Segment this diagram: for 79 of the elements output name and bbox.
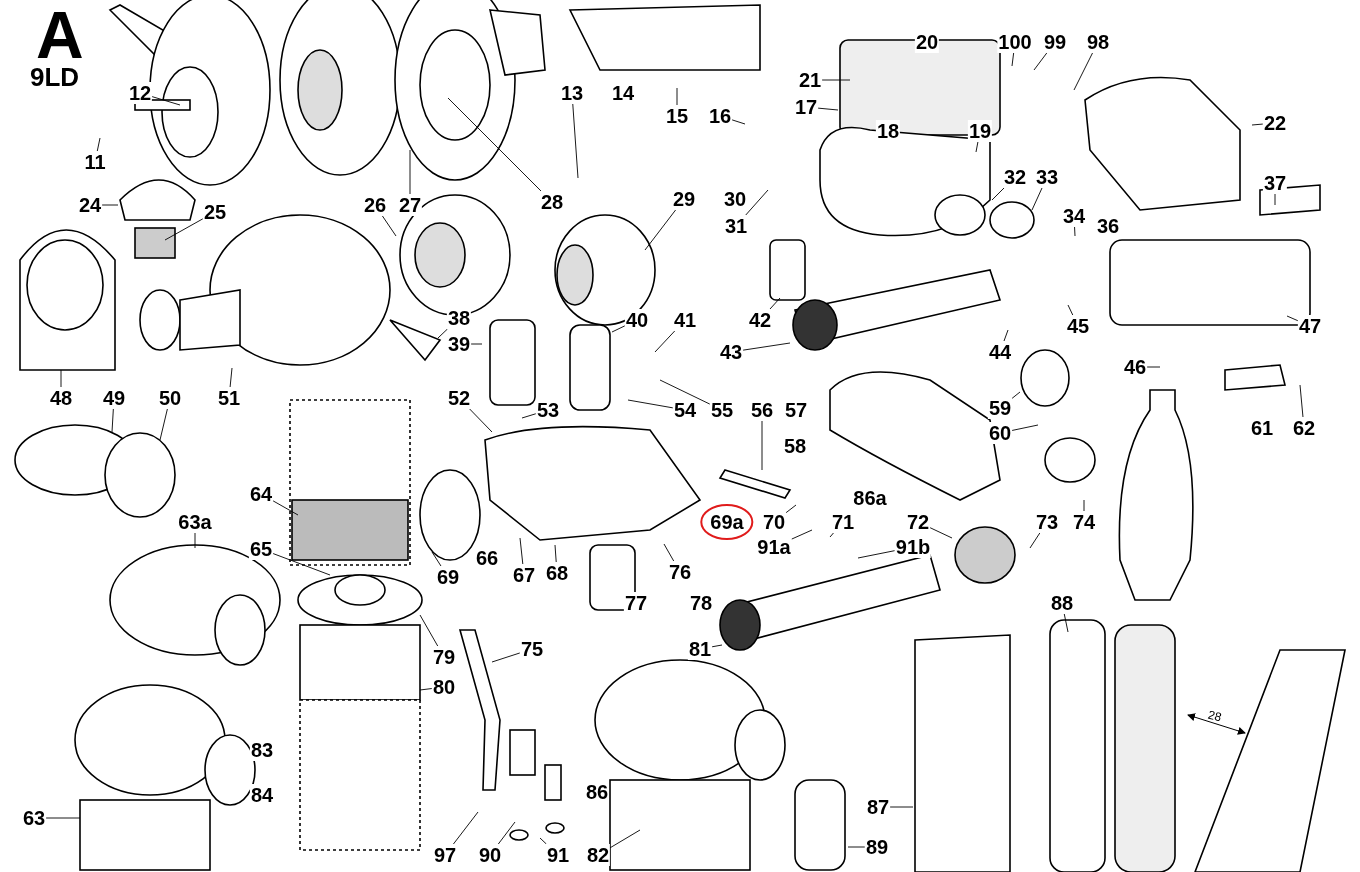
leader-line: [1286, 315, 1299, 322]
leader-line: [419, 688, 433, 691]
leader-line: [272, 500, 299, 516]
leader-line: [437, 328, 448, 339]
leader-line: [194, 532, 196, 549]
leader-line: [711, 644, 723, 648]
leader-line: [745, 189, 769, 216]
leader-line: [659, 379, 711, 405]
leader-line: [554, 544, 557, 563]
callout-number: 19: [967, 120, 993, 142]
leader-line: [847, 846, 866, 848]
leader-line: [470, 343, 483, 345]
leader-line: [654, 330, 676, 353]
leader-line: [151, 96, 181, 106]
leader-line: [769, 297, 781, 310]
callout-number: 12: [127, 82, 153, 104]
callout-number: 69a: [700, 504, 754, 540]
leader-line: [627, 399, 674, 409]
leader-line: [1067, 304, 1074, 316]
leader-line: [1011, 424, 1039, 431]
leader-line: [785, 504, 797, 514]
leader-line: [644, 209, 677, 251]
dimension-label: 28: [1206, 708, 1223, 724]
leader-line: [1003, 329, 1009, 342]
leader-line: [1029, 532, 1041, 549]
leader-line: [469, 408, 493, 433]
leader-line: [611, 325, 626, 333]
leader-line: [761, 420, 763, 471]
leader-line: [1146, 366, 1161, 368]
leader-line: [229, 367, 233, 388]
leader-line: [791, 529, 813, 540]
leader-line: [572, 103, 579, 179]
leader-line: [521, 413, 537, 419]
leader-line: [453, 811, 479, 845]
leader-line: [60, 369, 62, 388]
leader-line: [272, 553, 331, 576]
leader-line: [101, 204, 119, 206]
leader-line: [111, 408, 114, 433]
leader-line: [1251, 123, 1264, 126]
leader-line: [889, 806, 914, 808]
leader-line: [857, 550, 896, 559]
leader-line: [447, 97, 542, 192]
leader-line: [431, 551, 442, 567]
leader-line: [975, 141, 979, 153]
leader-line: [676, 87, 678, 106]
leader-line: [159, 408, 168, 441]
callout-number: 60: [987, 422, 1013, 444]
leader-line: [419, 614, 439, 647]
leader-line: [1073, 52, 1093, 91]
leader-line: [1274, 193, 1276, 206]
leader-line: [519, 537, 524, 565]
leader-line: [1063, 613, 1069, 633]
leader-line: [45, 817, 81, 819]
callout-number: 77: [623, 592, 649, 614]
leader-line: [1011, 391, 1021, 399]
leader-line: [1031, 187, 1043, 211]
leader-line: [817, 107, 839, 111]
leader-line: [539, 837, 547, 845]
leader-line: [1083, 499, 1085, 512]
leader-line: [829, 532, 834, 538]
leader-line: [409, 149, 411, 195]
leader-line: [1011, 52, 1015, 67]
leader-line: [491, 652, 521, 663]
callout-number: 91b: [894, 536, 932, 558]
leader-line: [1074, 226, 1076, 237]
leader-line: [742, 342, 791, 351]
leader-line: [382, 215, 397, 237]
leader-line: [1033, 52, 1048, 71]
leader-line: [96, 137, 101, 152]
leader-line: [1299, 384, 1304, 418]
leader-line: [929, 527, 953, 539]
leader-line: [609, 829, 641, 849]
callout-number: 82: [585, 844, 611, 866]
leader-line: [991, 187, 1005, 201]
leader-line: [497, 821, 516, 845]
leader-line: [663, 543, 675, 562]
leader-line: [164, 218, 204, 241]
leader-line: [821, 79, 851, 81]
leader-line: [731, 119, 746, 125]
